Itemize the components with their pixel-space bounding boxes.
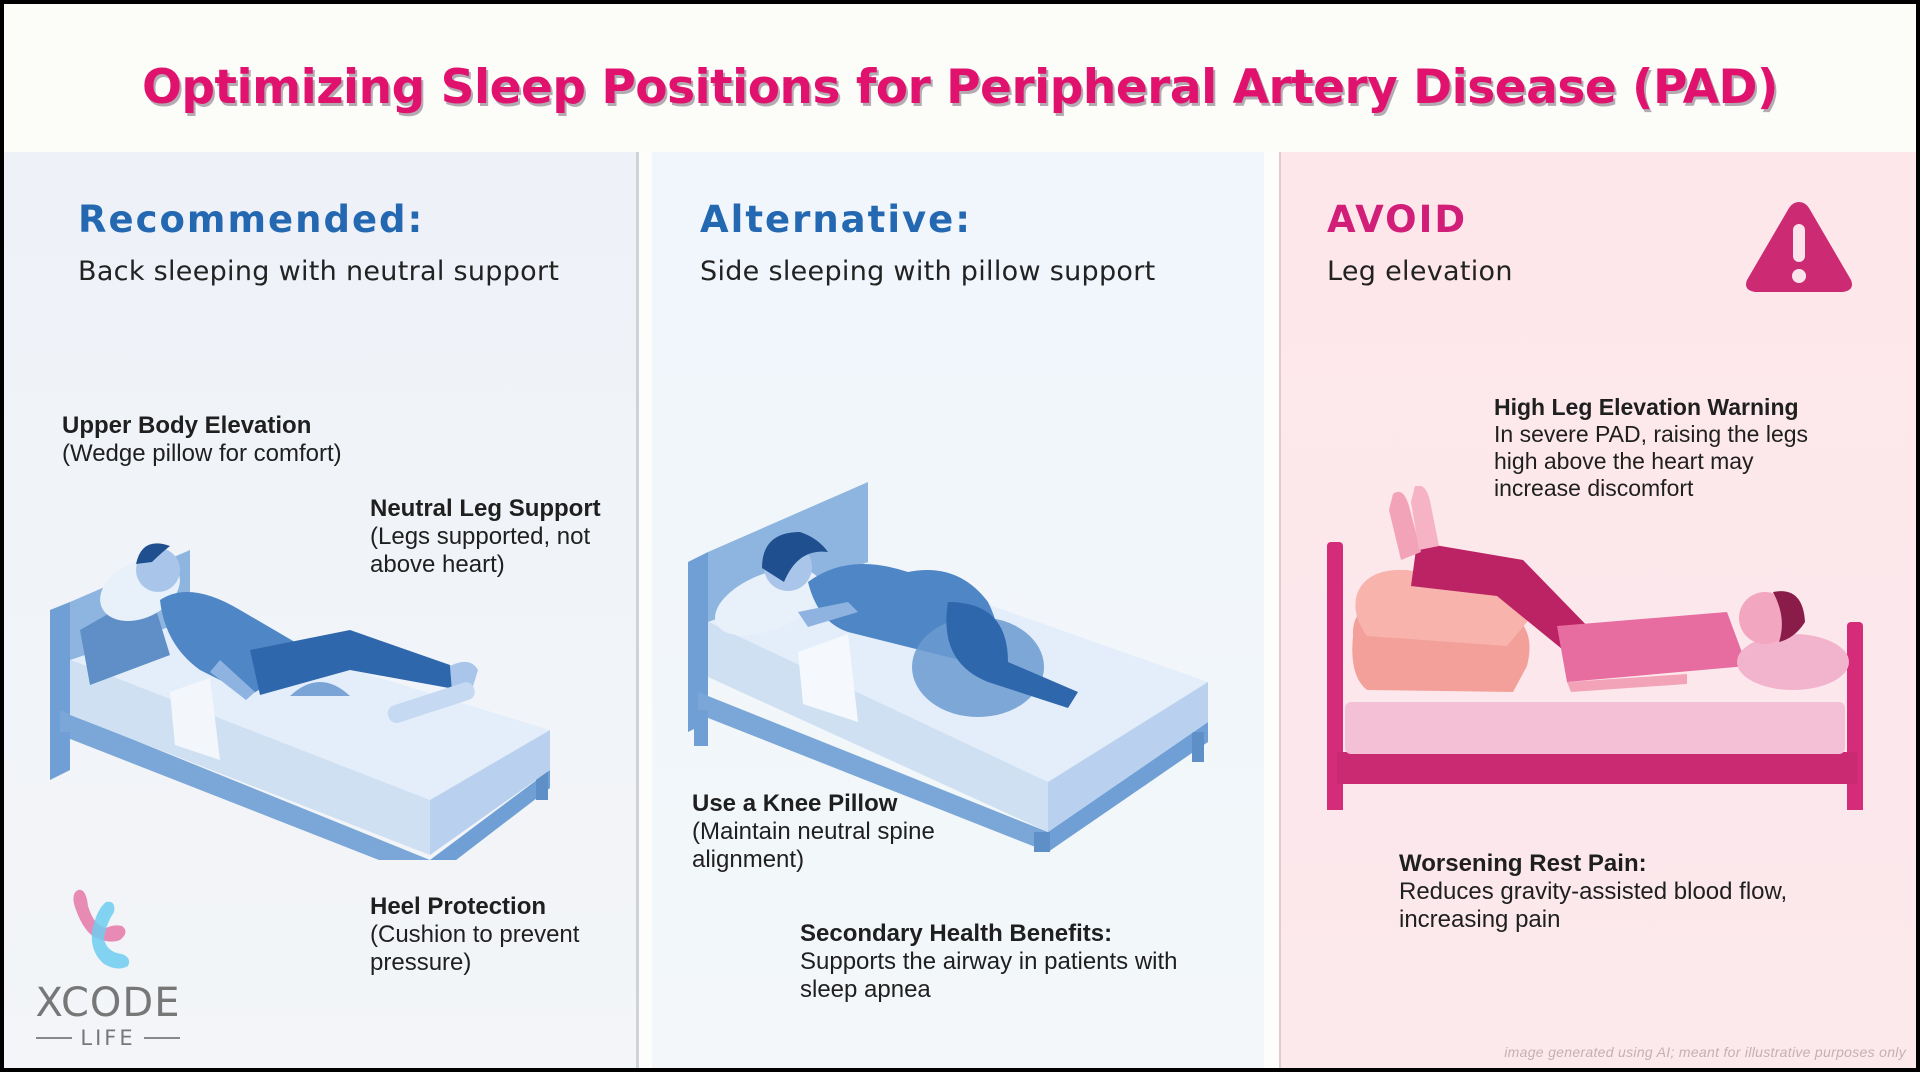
leg-elevation-illustration bbox=[1327, 486, 1863, 810]
note-worsening-rest-pain: Worsening Rest Pain: Reduces gravity-ass… bbox=[1399, 850, 1787, 934]
page-title: Optimizing Sleep Positions for Periphera… bbox=[141, 60, 1779, 115]
avoid-subtitle: Leg elevation bbox=[1327, 256, 1513, 287]
note-title: Use a Knee Pillow bbox=[692, 790, 898, 817]
xcode-life-logo: XCODE LIFE bbox=[28, 880, 188, 1060]
note-title: Neutral Leg Support bbox=[370, 495, 601, 522]
note-body: (Legs supported, not above heart) bbox=[370, 523, 591, 578]
side-sleeping-illustration bbox=[688, 482, 1208, 852]
note-body: (Maintain neutral spine alignment) bbox=[692, 818, 935, 873]
note-heel-protection: Heel Protection (Cushion to prevent pres… bbox=[370, 893, 579, 977]
alternative-heading: Alternative: bbox=[700, 198, 973, 241]
alternative-subtitle: Side sleeping with pillow support bbox=[700, 256, 1156, 287]
note-neutral-leg-support: Neutral Leg Support (Legs supported, not… bbox=[370, 495, 601, 579]
logo-mark-icon bbox=[73, 889, 130, 969]
note-title: Worsening Rest Pain: bbox=[1399, 850, 1647, 877]
title-band: Optimizing Sleep Positions for Periphera… bbox=[4, 4, 1916, 152]
panel-alternative: Alternative: Side sleeping with pillow s… bbox=[652, 152, 1264, 1068]
back-sleeping-illustration bbox=[50, 543, 550, 860]
note-title: Upper Body Elevation bbox=[62, 412, 312, 439]
infographic: Optimizing Sleep Positions for Periphera… bbox=[4, 4, 1916, 1068]
note-upper-body-elevation: Upper Body Elevation (Wedge pillow for c… bbox=[62, 412, 342, 468]
note-title: Heel Protection bbox=[370, 893, 547, 920]
note-body: (Cushion to prevent pressure) bbox=[370, 921, 580, 976]
avoid-heading: AVOID bbox=[1327, 198, 1468, 241]
note-body: In severe PAD, raising the legs high abo… bbox=[1494, 421, 1809, 501]
recommended-subtitle: Back sleeping with neutral support bbox=[78, 256, 560, 287]
panel-recommended: Recommended: Back sleeping with neutral … bbox=[4, 152, 639, 1068]
logo-sub-text: LIFE bbox=[80, 1026, 136, 1050]
logo-subtitle: LIFE bbox=[28, 1026, 188, 1050]
note-title: High Leg Elevation Warning bbox=[1494, 394, 1799, 420]
logo-wordmark: XCODE bbox=[35, 980, 181, 1026]
warning-triangle-icon bbox=[1746, 202, 1852, 292]
ai-disclaimer: image generated using AI; meant for illu… bbox=[1504, 1044, 1906, 1060]
note-body: Reduces gravity-assisted blood flow, inc… bbox=[1399, 878, 1788, 933]
note-secondary-health-benefits: Secondary Health Benefits: Supports the … bbox=[800, 920, 1178, 1004]
recommended-heading: Recommended: bbox=[78, 198, 425, 241]
panel-avoid: AVOID Leg elevation High Leg Elevation W… bbox=[1279, 152, 1916, 1068]
note-high-leg-elevation-warning: High Leg Elevation Warning In severe PAD… bbox=[1494, 394, 1808, 502]
note-use-knee-pillow: Use a Knee Pillow (Maintain neutral spin… bbox=[692, 790, 935, 874]
note-title: Secondary Health Benefits: bbox=[800, 920, 1113, 947]
note-body: Supports the airway in patients with sle… bbox=[800, 948, 1178, 1003]
note-body: (Wedge pillow for comfort) bbox=[62, 440, 342, 467]
